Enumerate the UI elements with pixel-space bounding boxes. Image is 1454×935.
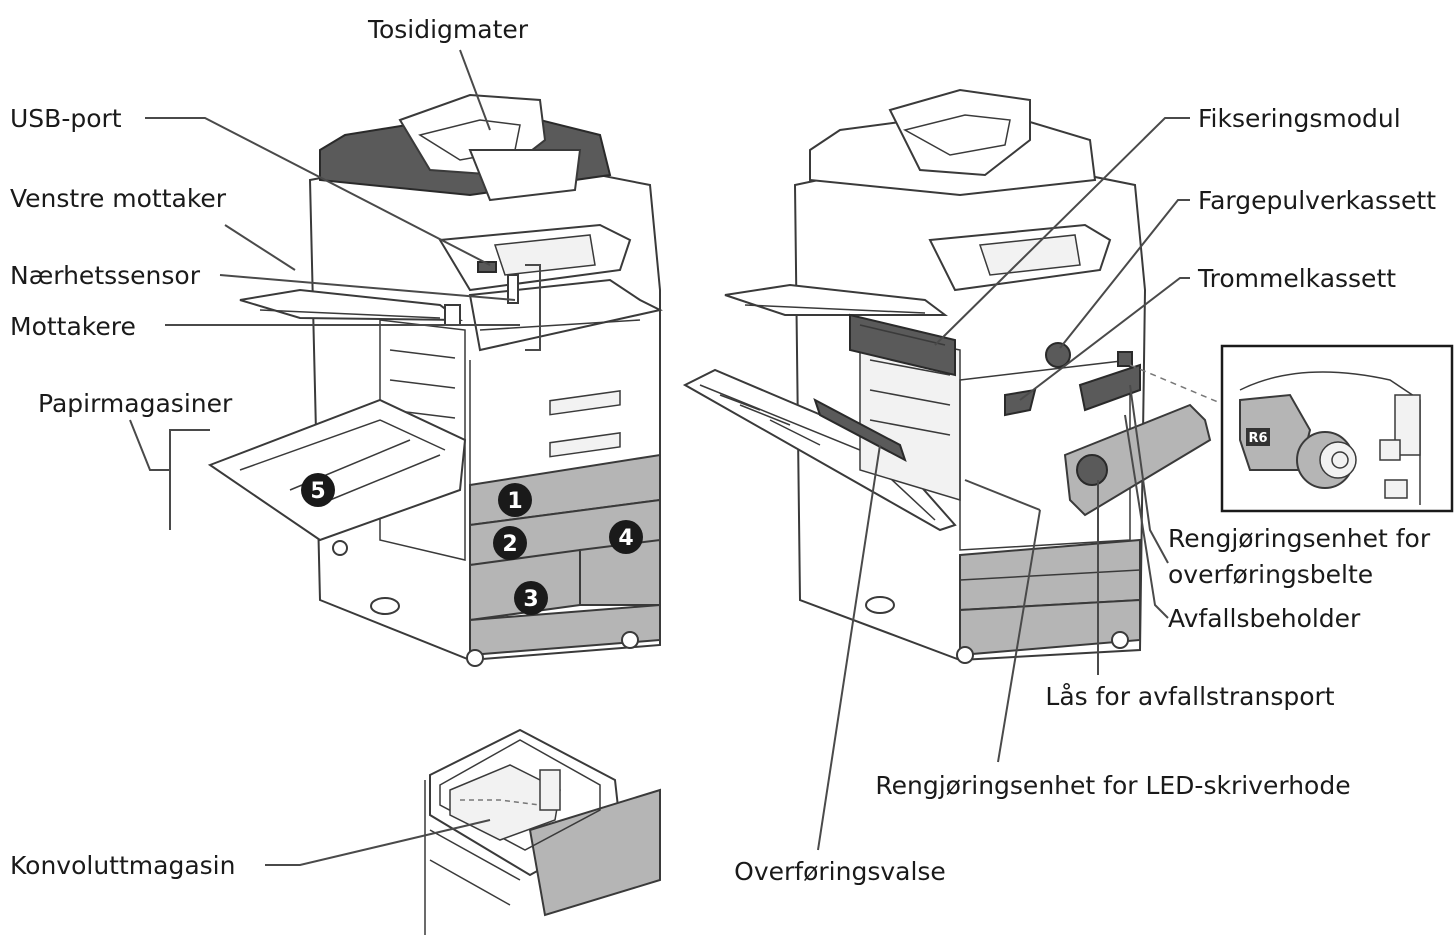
label-fuser: Fikseringsmodul	[1198, 104, 1401, 133]
leader-lines	[129, 49, 1190, 866]
tray-badge-3-text: 3	[523, 587, 538, 612]
tray-badge-2	[493, 526, 527, 560]
tray-badge-4	[609, 520, 643, 554]
fuser-module	[849, 313, 956, 377]
drum-cartridge	[1004, 388, 1037, 417]
label-duplex-feeder: Tosidigmater	[367, 15, 529, 44]
leader-paper-trays	[129, 419, 170, 471]
printer-open-view	[682, 88, 1226, 664]
tray-badge-3	[514, 581, 548, 615]
bracket-paper-trays	[169, 429, 210, 530]
leader-usb-port	[145, 117, 491, 266]
tray-badge-1	[498, 483, 532, 517]
detail-inset: R6	[1220, 344, 1454, 513]
leader-duplex-feeder	[459, 49, 491, 131]
leader-left-tray	[224, 224, 296, 271]
leader-belt-cleaner	[1129, 384, 1169, 564]
leader-toner	[1059, 199, 1190, 349]
label-belt-cleaner-line1: Rengjøringsenhet for	[1168, 524, 1431, 553]
waste-lock	[1076, 454, 1108, 486]
led-cleaner-rod	[964, 479, 1041, 511]
printer-front-view	[207, 93, 663, 667]
leader-proximity-sensor	[219, 274, 516, 301]
toner-cartridge	[1045, 342, 1071, 368]
label-waste-container: Avfallsbeholder	[1168, 604, 1361, 633]
label-toner-cartridge: Fargepulverkassett	[1198, 186, 1436, 215]
label-usb-port: USB-port	[10, 104, 122, 133]
envelope-tray-front	[528, 788, 661, 917]
callout-labels: Tosidigmater USB-port Venstre mottaker N…	[10, 15, 1436, 886]
leader-drum	[1019, 277, 1190, 401]
envelope-tray-illustration	[424, 728, 661, 935]
tray-badge-4-text: 4	[618, 526, 633, 551]
label-transfer-roller: Overføringsvalse	[734, 857, 946, 886]
leader-envelope-tray	[265, 819, 491, 866]
label-output-trays: Mottakere	[10, 312, 136, 341]
label-envelope-tray: Konvoluttmagasin	[10, 851, 235, 880]
transfer-belt-cleaner	[1078, 363, 1141, 412]
waste-container	[1063, 403, 1212, 517]
leader-waste-container	[1124, 414, 1169, 619]
leader-fuser	[934, 117, 1190, 346]
label-waste-lock: Lås for avfallstransport	[1045, 682, 1334, 711]
leader-transfer-roller	[817, 444, 881, 851]
label-proximity-sensor: Nærhetssensor	[10, 261, 201, 290]
label-paper-trays: Papirmagasiner	[38, 389, 233, 418]
transfer-roller	[813, 397, 907, 463]
touch-screen	[493, 234, 596, 276]
inset-tag	[1246, 428, 1270, 446]
label-belt-cleaner-line2: overføringsbelte	[1168, 560, 1373, 589]
tray-badge-1-text: 1	[507, 489, 522, 514]
inset-tag-text: R6	[1248, 431, 1267, 446]
bracket-output-trays	[525, 264, 541, 351]
leader-led-cleaner	[997, 509, 1041, 763]
tray-badge-2-text: 2	[502, 532, 517, 557]
label-drum-cartridge: Trommelkassett	[1197, 264, 1396, 293]
proximity-sensor	[507, 274, 519, 304]
usb-port-socket	[477, 261, 497, 273]
tray-number-badges: 1 2 3 4 5	[301, 473, 643, 615]
tray-badge-5-text: 5	[310, 479, 325, 504]
label-left-tray: Venstre mottaker	[10, 184, 227, 213]
tray-badge-5	[301, 473, 335, 507]
label-led-cleaner: Rengjøringsenhet for LED-skriverhode	[875, 771, 1350, 800]
envelope	[449, 764, 561, 841]
